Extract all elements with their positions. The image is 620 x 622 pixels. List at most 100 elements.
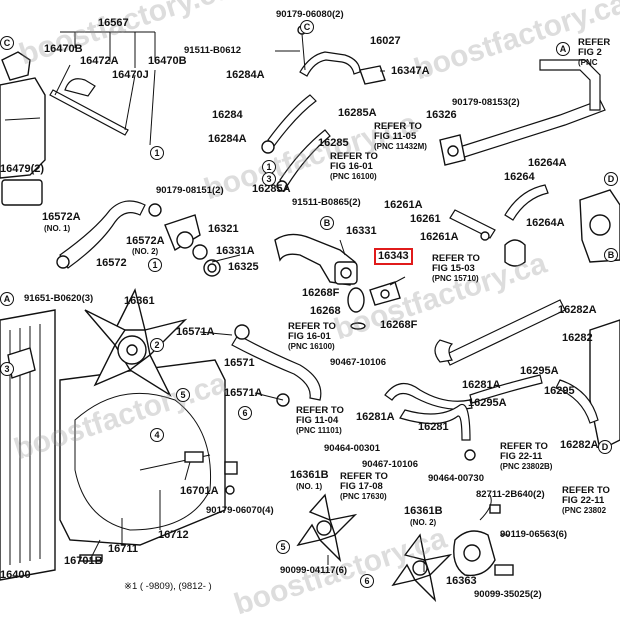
- fastener-label[interactable]: 90467-10106: [330, 357, 386, 368]
- fastener-label[interactable]: 90179-08153(2): [452, 97, 520, 108]
- fastener-label[interactable]: 90099-35025(2): [474, 589, 542, 600]
- callout-marker[interactable]: A: [0, 292, 14, 306]
- fastener-label[interactable]: 91511-B0612: [184, 45, 242, 56]
- fastener-label[interactable]: 90119-06563(6): [500, 529, 568, 540]
- fastener-label[interactable]: 90099-04117(6): [280, 565, 348, 576]
- part-label[interactable]: 16361B: [404, 505, 443, 517]
- part-label[interactable]: 16470B: [44, 43, 83, 55]
- callout-marker[interactable]: B: [320, 216, 334, 230]
- part-label[interactable]: 16712: [158, 529, 189, 541]
- part-label[interactable]: 16567: [98, 17, 129, 29]
- part-label[interactable]: 16264: [504, 171, 535, 183]
- callout-marker[interactable]: 5: [176, 388, 190, 402]
- callout-marker[interactable]: C: [0, 36, 14, 50]
- callout-marker[interactable]: 3: [262, 172, 276, 186]
- part-label[interactable]: 16282: [562, 332, 593, 344]
- part-label[interactable]: 16281A: [462, 379, 501, 391]
- callout-marker[interactable]: 3: [0, 362, 14, 376]
- fastener-label[interactable]: 90464-00301: [324, 443, 380, 454]
- part-label[interactable]: 16470B: [148, 55, 187, 67]
- part-label[interactable]: 16470J: [112, 69, 149, 81]
- part-label[interactable]: 16331: [346, 225, 377, 237]
- water-pump-assembly: [504, 189, 620, 267]
- part-label[interactable]: 16571: [224, 357, 255, 369]
- part-label[interactable]: 16572A: [42, 211, 81, 223]
- fastener-label[interactable]: 82711-2B640(2): [476, 489, 545, 500]
- part-label[interactable]: 16281: [418, 421, 449, 433]
- part-label[interactable]: 16282A: [560, 439, 599, 451]
- part-label[interactable]: 16472A: [80, 55, 119, 67]
- part-label[interactable]: 16261: [410, 213, 441, 225]
- part-label[interactable]: 16281A: [356, 411, 395, 423]
- part-label[interactable]: 16284A: [208, 133, 247, 145]
- part-label[interactable]: 16284A: [226, 69, 265, 81]
- part-label[interactable]: 16361: [124, 295, 155, 307]
- callout-marker[interactable]: 1: [150, 146, 164, 160]
- part-label[interactable]: 16363: [446, 575, 477, 587]
- part-label[interactable]: 16331A: [216, 245, 255, 257]
- part-label[interactable]: 16295: [544, 385, 575, 397]
- callout-marker[interactable]: A: [556, 42, 570, 56]
- fastener-label[interactable]: 91651-B0620(3): [24, 293, 94, 304]
- part-label[interactable]: 16264A: [526, 217, 565, 229]
- part-label[interactable]: 16572A: [126, 235, 165, 247]
- part-label[interactable]: 16261A: [420, 231, 459, 243]
- callout-marker[interactable]: 4: [150, 428, 164, 442]
- part-label[interactable]: 16361B: [290, 469, 329, 481]
- part-label[interactable]: 16027: [370, 35, 401, 47]
- radiator-16400: [0, 309, 56, 581]
- callout-marker[interactable]: 1: [148, 258, 162, 272]
- part-label[interactable]: 16571A: [176, 326, 215, 338]
- callout-marker[interactable]: D: [604, 172, 618, 186]
- fastener-label[interactable]: 90464-00730: [428, 473, 484, 484]
- part-label[interactable]: 16325: [228, 261, 259, 273]
- callout-marker[interactable]: 2: [150, 338, 164, 352]
- part-label[interactable]: 16400: [0, 569, 31, 581]
- callout-marker[interactable]: 5: [276, 540, 290, 554]
- part-label[interactable]: 16326: [426, 109, 457, 121]
- part-label[interactable]: 16268: [310, 305, 341, 317]
- part-label[interactable]: 16572: [96, 257, 127, 269]
- part-label[interactable]: 16261A: [384, 199, 423, 211]
- callout-marker[interactable]: 6: [238, 406, 252, 420]
- fastener-label[interactable]: 90179-06080(2): [276, 9, 344, 20]
- part-label[interactable]: 16282A: [558, 304, 597, 316]
- part-label[interactable]: 16347A: [391, 65, 430, 77]
- fastener-label[interactable]: 90467-10106: [362, 459, 418, 470]
- callout-marker[interactable]: C: [300, 20, 314, 34]
- fastener-label[interactable]: 90179-06070(4): [206, 505, 274, 516]
- part-label[interactable]: 16268F: [302, 287, 340, 299]
- part-label[interactable]: 16285A: [252, 183, 291, 195]
- part-label[interactable]: 16711: [108, 543, 138, 555]
- part-label[interactable]: 16284: [212, 109, 243, 121]
- callout-marker[interactable]: D: [598, 440, 612, 454]
- leader-lines: [89, 50, 510, 572]
- part-label[interactable]: 16479(2): [0, 163, 45, 175]
- part-label[interactable]: 16701B: [64, 555, 103, 567]
- part-label[interactable]: 16285: [318, 137, 349, 149]
- callout-marker[interactable]: B: [604, 248, 618, 262]
- fastener-label[interactable]: 90179-08151(2): [156, 185, 224, 196]
- part-label[interactable]: 16295A: [468, 397, 507, 409]
- part-label[interactable]: 16321: [208, 223, 239, 235]
- part-label[interactable]: 16571A: [224, 387, 263, 399]
- fastener-label: (NO. 1): [44, 224, 71, 233]
- part-label[interactable]: 16285A: [338, 107, 377, 119]
- part-label[interactable]: 16701A: [180, 485, 219, 497]
- part-label-highlighted[interactable]: 16343: [374, 248, 413, 265]
- part-label[interactable]: 16295A: [520, 365, 559, 377]
- fastener-label[interactable]: 91511-B0865(2): [292, 197, 361, 208]
- part-label[interactable]: 16264A: [528, 157, 567, 169]
- water-pipe-16282: [434, 299, 620, 452]
- callout-marker[interactable]: 6: [360, 574, 374, 588]
- part-label[interactable]: 16268F: [380, 319, 418, 331]
